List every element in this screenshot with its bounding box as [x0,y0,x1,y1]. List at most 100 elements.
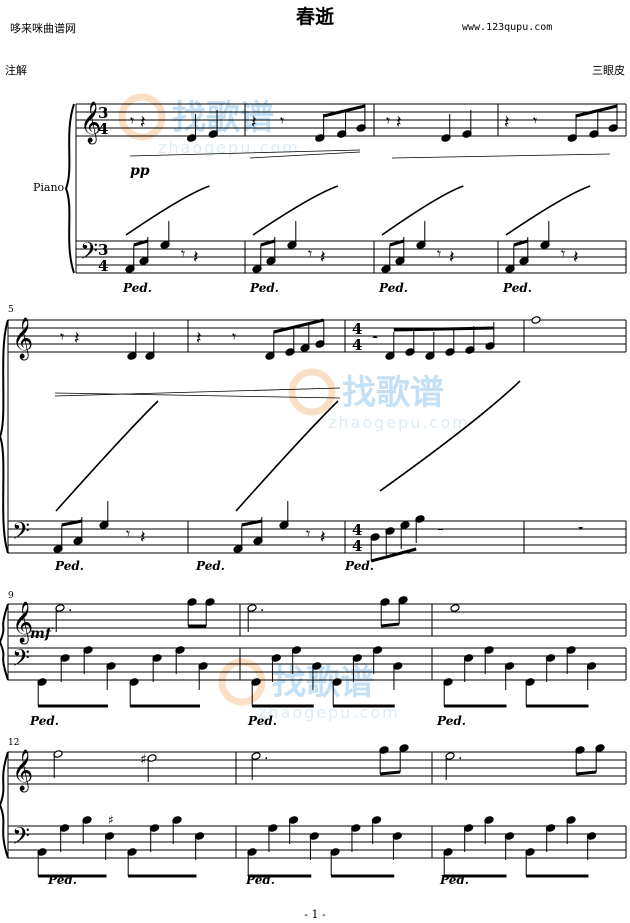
note-beam [513,239,529,247]
score-title: 春逝 [295,6,334,28]
dot: . [260,599,264,615]
quarter-rest: 𝄽 [449,247,455,268]
quarter-rest: 𝄽 [196,328,202,349]
quarter-rest: 𝄽 [504,112,510,133]
quarter-rest: 𝄽 [251,112,257,133]
dot: . [68,599,72,615]
bass-clef-icon: 𝄢 [12,517,30,550]
note-beam [575,104,618,118]
quarter-rest: 𝄽 [320,247,326,268]
hairpin-line [129,149,361,157]
staff-brace [64,103,75,274]
note-head [531,316,541,324]
eighth-rest: 𝄾 [308,244,312,263]
watermark-logo-text: 找歌谱 [172,98,274,138]
eighth-rest: 𝄾 [437,244,441,263]
pedal-mark: Ped. [249,281,279,295]
eighth-rest: 𝄾 [130,111,134,130]
quarter-rest: 𝄽 [573,247,579,268]
annotation-label: 注解 [5,64,27,77]
pedal-mark: Ped. [47,873,77,887]
sharp-sign: ♯ [108,813,114,827]
pedal-mark: Ped. [29,714,59,728]
quarter-rest: 𝄽 [140,112,146,133]
eighth-rest: 𝄾 [280,111,284,130]
time-signature-bottom: 4 [98,257,108,275]
composer-name: 三眼皮 [592,64,625,77]
site-url: www.123qupu.com [462,22,553,33]
slur [252,185,339,236]
treble-clef-icon: 𝄞 [12,317,33,360]
eighth-rest: 𝄾 [232,327,236,346]
eighth-rest: 𝄾 [60,327,64,346]
sharp-sign: ♯ [140,752,147,768]
slur [381,185,464,236]
note-beam [260,239,276,247]
note-beam [273,318,325,334]
quarter-rest: 𝄽 [140,527,146,548]
pedal-mark: Ped. [245,873,275,887]
note-beam [393,326,494,332]
time-signature-top: 3 [98,104,108,122]
note-beam [241,519,263,527]
whole-rest: 𝄻 [578,523,584,539]
half-rest: 𝄼 [438,523,444,539]
pedal-mark: Ped. [344,559,374,573]
instrument-label: Piano [33,181,65,194]
eighth-rest: 𝄾 [386,111,390,130]
time-signature-top: 4 [352,521,362,539]
page-number: - 1 - [304,908,326,921]
time-signature-bottom: 4 [352,537,362,555]
note-beam [323,104,366,118]
watermark-clef-icon [218,658,266,706]
time-signature-bottom: 4 [98,120,108,138]
time-signature-top: 3 [98,241,108,259]
note-beam [133,239,149,247]
pedal-mark: Ped. [439,873,469,887]
note-beam [389,239,405,247]
measure-number: 12 [8,738,19,748]
staff-brace [0,751,9,859]
eighth-rest: 𝄾 [126,524,130,543]
pedal-mark: Ped. [122,281,152,295]
note-head [450,604,460,612]
slur [55,400,159,512]
hairpin-line [54,387,341,397]
dot: . [458,747,462,763]
dynamic-mark: pp [130,163,150,179]
pedal-mark: Ped. [54,559,84,573]
watermark-logo-text: 找歌谱 [342,373,444,413]
note-beam [370,547,417,563]
eighth-rest: 𝄾 [181,244,185,263]
treble-clef-icon: 𝄞 [12,749,33,792]
watermark-url-text: zhaogepu.com [328,413,470,432]
pedal-mark: Ped. [378,281,408,295]
hairpin-line [391,153,611,159]
bass-clef-icon: 𝄢 [80,237,98,270]
hairpin-line [249,151,361,159]
note-beam [61,519,83,527]
quarter-rest: 𝄽 [320,527,326,548]
eighth-rest: 𝄾 [561,244,565,263]
eighth-rest: 𝄾 [533,111,537,130]
pedal-mark: Ped. [195,559,225,573]
dot: . [264,747,268,763]
pedal-mark: Ped. [247,714,277,728]
hairpin-line [54,392,341,399]
treble-clef-icon: 𝄞 [12,601,33,644]
slur [125,185,210,236]
slur [379,380,521,492]
slur [505,185,591,236]
measure-number: 5 [8,305,14,315]
half-rest: 𝄼 [372,329,378,348]
staff-brace [0,319,9,554]
bass-clef-icon: 𝄢 [12,644,30,677]
pedal-mark: Ped. [436,714,466,728]
quarter-rest: 𝄽 [396,112,402,133]
dynamic-mark: mf [30,626,54,642]
eighth-rest: 𝄾 [306,524,310,543]
